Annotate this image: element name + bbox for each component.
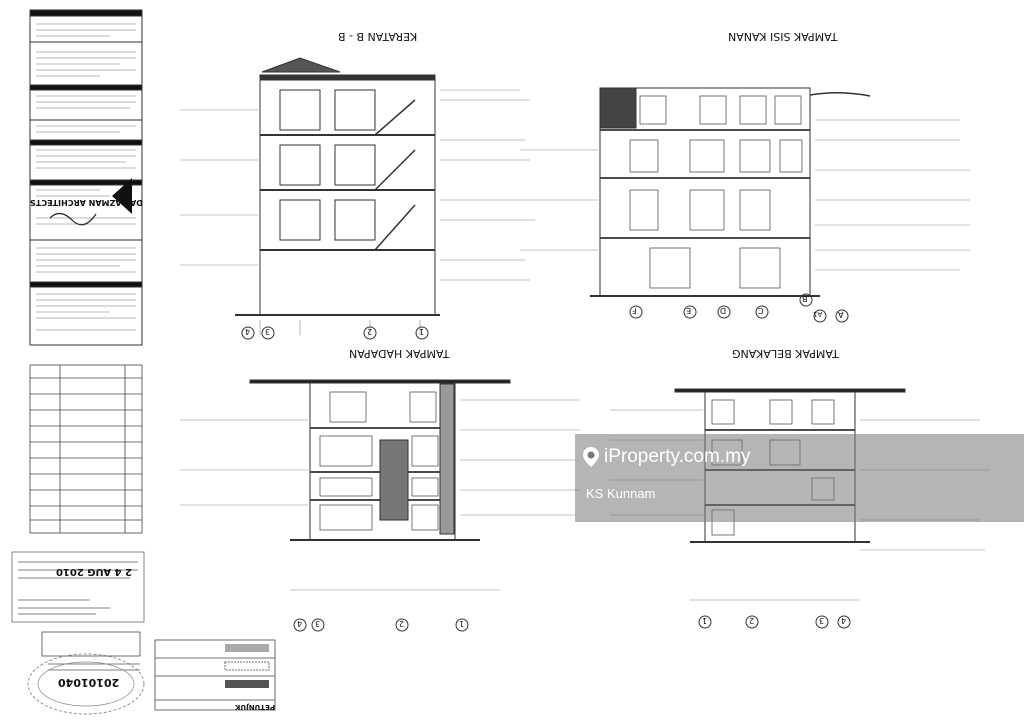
title-block — [29, 9, 143, 346]
grid-label-rear-4: 4 — [841, 616, 847, 625]
grid-label-right-a: A — [838, 310, 844, 319]
right-elevation — [520, 87, 970, 323]
grid-label-front-4: 4 — [297, 619, 303, 628]
grid-label-front-2: 2 — [399, 619, 405, 628]
view-title-front-elevation: TAMPAK HADAPAN — [349, 347, 450, 360]
grid-label-right-f: F — [632, 306, 637, 315]
section-bb — [180, 57, 535, 340]
grid-label-left-4: 1 — [419, 327, 425, 336]
legend-title: PETUNJUK — [235, 703, 275, 711]
grid-label-right-b: B — [802, 294, 808, 303]
grid-label-front-3: 3 — [315, 619, 321, 628]
grid-label-right-c: C — [758, 306, 764, 315]
watermark-agent: KS Kunnam — [586, 486, 656, 501]
grid-label-rear-2: 2 — [749, 616, 755, 625]
grid-label-right-a1: A1 — [813, 310, 823, 318]
approval-date: 2 4 AUG 2010 — [56, 566, 132, 577]
watermark-brand: iProperty.com.my — [604, 446, 751, 467]
grid-label-left-1: 4 — [245, 327, 251, 336]
approval-note — [11, 551, 145, 715]
view-title-section-bb: KERATAN B - B — [338, 30, 418, 43]
view-title-rear-elevation: TAMPAK BELAKANG — [732, 347, 839, 360]
location-pin-icon — [583, 447, 599, 467]
view-title-right-elevation: TAMPAK SISI KANAN — [728, 30, 838, 43]
grid-label-front-1: 1 — [459, 619, 465, 628]
firm-name: DAS AZMAN ARCHITECTS — [30, 198, 143, 207]
grid-label-right-e: E — [686, 306, 692, 315]
watermark-brand-row: iProperty.com.my — [582, 446, 750, 468]
grid-label-rear-1: 1 — [702, 616, 708, 625]
grid-label-left-3: 2 — [367, 327, 373, 336]
front-elevation — [180, 379, 580, 632]
watermark-banner — [575, 434, 1024, 522]
revision-table — [29, 364, 143, 534]
grid-label-left-2: 3 — [265, 327, 271, 336]
stamp-number: 20101040 — [58, 676, 120, 689]
grid-label-right-d: D — [720, 306, 727, 315]
grid-label-rear-3: 3 — [819, 616, 825, 625]
legend-block — [154, 639, 276, 711]
